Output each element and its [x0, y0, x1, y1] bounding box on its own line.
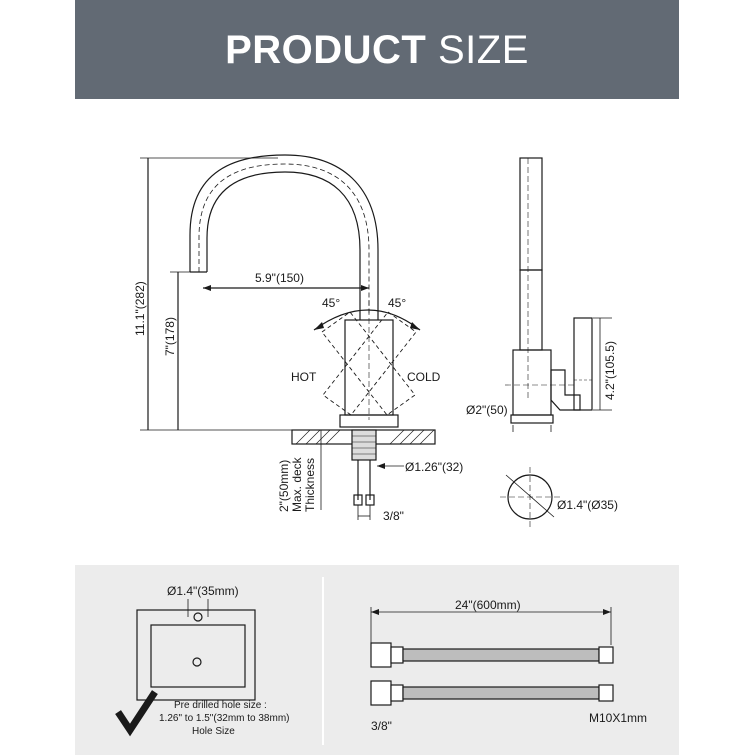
hose-length-label: 24"(600mm) [455, 598, 521, 612]
handle-left-dashed [321, 311, 416, 416]
hose-left-end-label: 3/8" [371, 719, 392, 733]
sink-hole-dim: Ø1.4"(35mm) [167, 584, 239, 598]
height-spout-label: 7"(178) [163, 317, 177, 356]
side-spout-upper [519, 157, 543, 271]
sink-basin [150, 624, 246, 688]
deck-thickness-line3: Thickness [303, 457, 317, 512]
hose1-nut-left [370, 642, 392, 668]
connector-label: 3/8" [383, 509, 404, 523]
page-title: PRODUCT SIZE [225, 30, 529, 70]
side-spout-lower [519, 269, 543, 351]
side-handle [573, 317, 593, 411]
sink-note-line2: 1.26" to 1.5"(32mm to 38mm) [159, 713, 290, 724]
spout-inner [206, 171, 361, 320]
hose1-braid [402, 648, 600, 662]
side-base [510, 414, 554, 424]
angle-arc [313, 309, 421, 331]
deck-thickness-line2: Max. deck [290, 457, 304, 512]
hose2-nut-left [370, 680, 392, 706]
base-diameter-label: Ø1.26"(32) [405, 460, 464, 474]
sink-note-line1: Pre drilled hole size : [174, 700, 267, 711]
hose1-nut-right [598, 646, 614, 664]
panel-divider [322, 577, 324, 745]
hose2-braid [402, 686, 600, 700]
hole-diameter-label: Ø1.4"(Ø35) [557, 498, 618, 512]
spout-outer [189, 154, 379, 320]
height-total-label: 11.1"(282) [133, 281, 147, 336]
check-icon [115, 690, 158, 737]
hole-circle [507, 474, 553, 520]
body-diameter-label: Ø2"(50) [466, 403, 508, 417]
handle-height-label: 4.2"(105.5) [603, 341, 617, 400]
header-banner: PRODUCT SIZE [75, 0, 679, 99]
sink-note-line3: Hole Size [192, 726, 235, 737]
title-light: SIZE [438, 27, 529, 72]
handle-right-dashed [322, 311, 417, 416]
angle-left-label: 45° [322, 296, 341, 310]
hose2-nut-right [598, 684, 614, 702]
cold-label: COLD [407, 370, 441, 384]
deck-thickness-line1: 2"(50mm) [277, 459, 291, 512]
hot-label: HOT [291, 370, 317, 384]
sink-drain [192, 657, 202, 667]
shank [351, 429, 377, 461]
hose-right-end-label: M10X1mm [589, 711, 648, 725]
side-body [512, 349, 552, 416]
angle-right-label: 45° [388, 296, 407, 310]
sink-hole [193, 612, 203, 622]
title-bold: PRODUCT [225, 27, 427, 72]
accessories-drawing [115, 599, 614, 737]
side-handle-base [550, 369, 581, 411]
reach-label: 5.9"(150) [255, 271, 304, 285]
technical-drawing [140, 154, 612, 527]
accessories-panel: Ø1.4"(35mm) Pre drilled hole size : 1.26… [75, 565, 679, 755]
faucet-base [339, 414, 399, 428]
sink-outline [136, 609, 256, 701]
